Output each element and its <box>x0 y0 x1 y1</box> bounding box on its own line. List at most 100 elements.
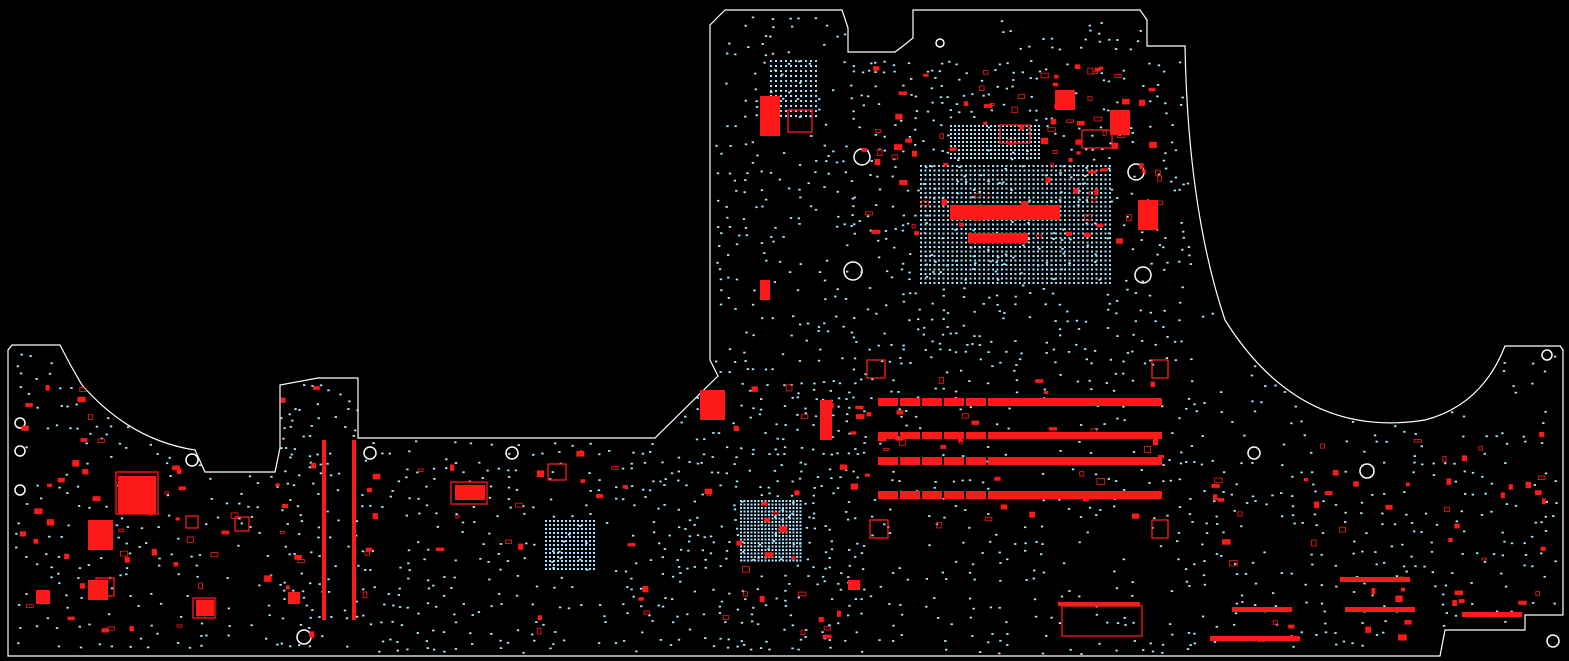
pad <box>454 559 457 562</box>
bga-ball <box>780 60 782 62</box>
bga-ball <box>815 80 817 82</box>
passive-component <box>622 485 628 489</box>
bga-ball <box>1001 223 1003 226</box>
pad <box>1015 379 1019 382</box>
pad <box>237 544 240 547</box>
pad <box>1188 254 1191 257</box>
component <box>1029 432 1049 439</box>
bga-ball <box>1038 125 1040 127</box>
passive-component <box>1443 506 1450 512</box>
bga-ball <box>956 232 958 235</box>
bga-ball <box>780 65 782 67</box>
pad <box>860 94 863 97</box>
pad <box>816 476 820 478</box>
pad <box>1086 531 1089 534</box>
bga-ball <box>771 549 774 551</box>
bga-ball <box>938 169 940 172</box>
pad <box>778 178 782 181</box>
bga-ball <box>986 129 988 131</box>
pad <box>1240 462 1243 465</box>
bga-ball <box>782 552 784 555</box>
pad <box>599 604 602 606</box>
pad <box>700 462 703 464</box>
pad <box>1401 543 1404 546</box>
pad <box>945 371 949 374</box>
passive-component <box>536 470 545 477</box>
pad <box>1540 521 1543 524</box>
pad <box>671 621 675 624</box>
pad <box>799 263 802 265</box>
bga-ball <box>1104 250 1107 253</box>
bga-ball <box>1050 183 1053 185</box>
pad <box>949 116 953 119</box>
bga-ball <box>1109 246 1111 248</box>
bga-ball <box>992 268 994 271</box>
bga-ball <box>924 187 927 190</box>
bga-ball <box>1032 174 1035 176</box>
pad <box>914 214 917 217</box>
bga-ball <box>920 268 922 271</box>
bga-ball <box>1002 137 1004 139</box>
pad <box>704 637 707 639</box>
pad <box>1149 311 1152 314</box>
pad <box>769 91 773 94</box>
bga-ball <box>1059 174 1062 176</box>
bga-ball <box>950 145 952 147</box>
bga-ball <box>557 520 559 522</box>
bga-ball <box>1041 237 1044 239</box>
bga-ball <box>1055 223 1057 226</box>
bga-ball <box>1109 255 1111 257</box>
pad <box>778 260 782 263</box>
bga-ball <box>764 510 767 513</box>
pad <box>941 102 944 104</box>
passive-component <box>1332 469 1339 476</box>
pad <box>1190 445 1194 447</box>
pad <box>1002 317 1005 320</box>
bga-ball <box>1037 232 1039 235</box>
bga-ball <box>982 129 984 131</box>
bga-ball <box>569 548 571 550</box>
pad <box>1534 521 1537 524</box>
pad <box>1403 565 1406 568</box>
bga-ball <box>1006 145 1008 147</box>
pad <box>85 442 88 445</box>
pad <box>962 455 965 457</box>
pad <box>281 509 284 512</box>
bga-ball <box>996 187 999 190</box>
bga-ball <box>757 524 760 527</box>
bga-ball <box>1055 237 1057 239</box>
pad <box>832 150 835 153</box>
bga-ball <box>1032 196 1035 199</box>
pad <box>832 492 835 495</box>
pad <box>716 172 720 175</box>
pad <box>551 561 554 563</box>
passive-component <box>1054 74 1059 79</box>
bga-ball <box>1032 268 1035 271</box>
pad <box>57 572 60 575</box>
pad <box>945 578 948 580</box>
pad <box>799 196 802 199</box>
pad <box>751 161 755 164</box>
pad <box>910 94 913 96</box>
bga-ball <box>593 552 595 554</box>
bga-ball <box>785 538 788 541</box>
pad <box>1383 461 1386 464</box>
pad <box>316 453 319 456</box>
bga-ball <box>933 232 936 235</box>
pad <box>604 621 607 623</box>
bga-ball <box>743 538 746 541</box>
passive-component <box>1448 537 1453 543</box>
bga-ball <box>589 524 591 526</box>
pad <box>1251 495 1255 498</box>
component <box>1007 457 1027 465</box>
bga-ball <box>778 500 781 502</box>
pad <box>940 62 944 65</box>
bga-ball <box>1064 219 1066 221</box>
pad <box>941 571 944 574</box>
pad <box>1078 441 1081 443</box>
passive-component <box>936 522 942 529</box>
pad <box>832 414 835 417</box>
passive-component <box>986 235 996 241</box>
pad <box>516 629 520 632</box>
